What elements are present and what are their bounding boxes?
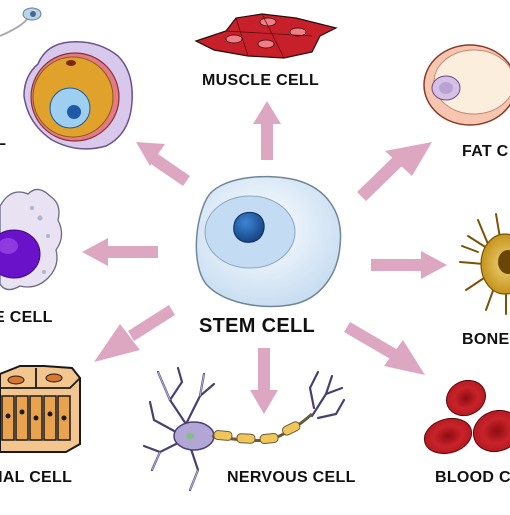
stem-cell bbox=[195, 175, 342, 308]
bone-cell bbox=[459, 213, 510, 315]
arrow-to-bone bbox=[371, 251, 447, 279]
nervous-cell bbox=[142, 366, 346, 492]
arrows bbox=[82, 101, 447, 414]
blood-cells bbox=[423, 379, 510, 455]
arrow-to-egg bbox=[136, 142, 190, 186]
arrow-to-nervous bbox=[250, 348, 278, 414]
epithelial-cell bbox=[0, 365, 81, 453]
arrow-to-fat bbox=[357, 142, 432, 201]
immune-cell bbox=[0, 188, 63, 291]
immune-cell-label: E CELL bbox=[0, 309, 53, 326]
fat-cell-label: FAT C bbox=[462, 143, 509, 160]
sperm-cell bbox=[0, 7, 42, 37]
nervous-cell-label: NERVOUS CELL bbox=[227, 469, 356, 486]
arrow-to-immune bbox=[82, 238, 158, 266]
egg-cell bbox=[23, 41, 133, 150]
fat-cell bbox=[423, 44, 510, 126]
arrow-to-blood bbox=[344, 322, 425, 375]
blood-cell-label: BLOOD C bbox=[435, 469, 510, 486]
arrow-to-epithelial bbox=[94, 305, 175, 362]
muscle-cell bbox=[194, 13, 338, 59]
arrow-to-muscle bbox=[253, 101, 281, 160]
bone-cell-label: BONE bbox=[462, 331, 510, 348]
muscle-cell-label: MUSCLE CELL bbox=[202, 72, 320, 89]
egg-cell-label: LL bbox=[0, 132, 7, 149]
epithelial-cell-label: LIAL CELL bbox=[0, 469, 73, 486]
stem-cell-label: STEM CELL bbox=[199, 315, 316, 337]
